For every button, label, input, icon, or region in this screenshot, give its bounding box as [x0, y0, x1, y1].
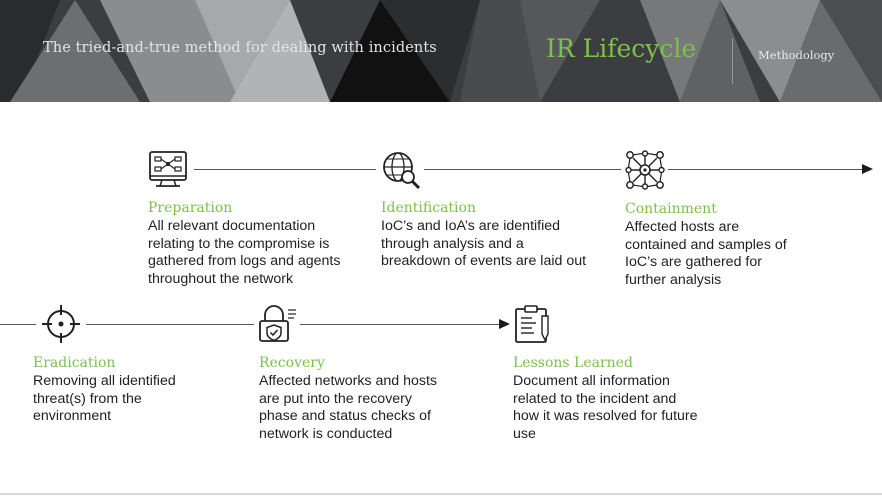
network-nodes-icon [625, 150, 665, 190]
step-title-containment: Containment [625, 201, 717, 217]
connector-line [300, 324, 500, 325]
connector-line [86, 324, 254, 325]
monitor-network-icon [148, 150, 188, 190]
lock-shield-icon [258, 304, 298, 344]
crosshair-icon [41, 304, 81, 344]
arrow-head-icon [499, 319, 510, 329]
step-title-preparation: Preparation [148, 200, 233, 216]
header-banner: The tried-and-true method for dealing wi… [0, 0, 882, 102]
page-title: IR Lifecycle [546, 34, 697, 63]
banner-background [0, 0, 882, 102]
step-title-eradication: Eradication [33, 355, 116, 371]
connector-line [424, 169, 621, 170]
arrow-head-icon [862, 164, 873, 174]
step-title-identification: Identification [381, 200, 476, 216]
header-divider [732, 38, 733, 84]
connector-line [668, 169, 863, 170]
connector-line [0, 324, 36, 325]
globe-search-icon [381, 150, 421, 190]
step-title-recovery: Recovery [259, 355, 325, 371]
step-title-lessons-learned: Lessons Learned [513, 355, 633, 371]
clipboard-icon [512, 304, 552, 344]
connector-line [194, 169, 376, 170]
section-label: Methodology [758, 48, 835, 62]
tagline: The tried-and-true method for dealing wi… [43, 40, 437, 56]
footer-divider [0, 493, 882, 495]
